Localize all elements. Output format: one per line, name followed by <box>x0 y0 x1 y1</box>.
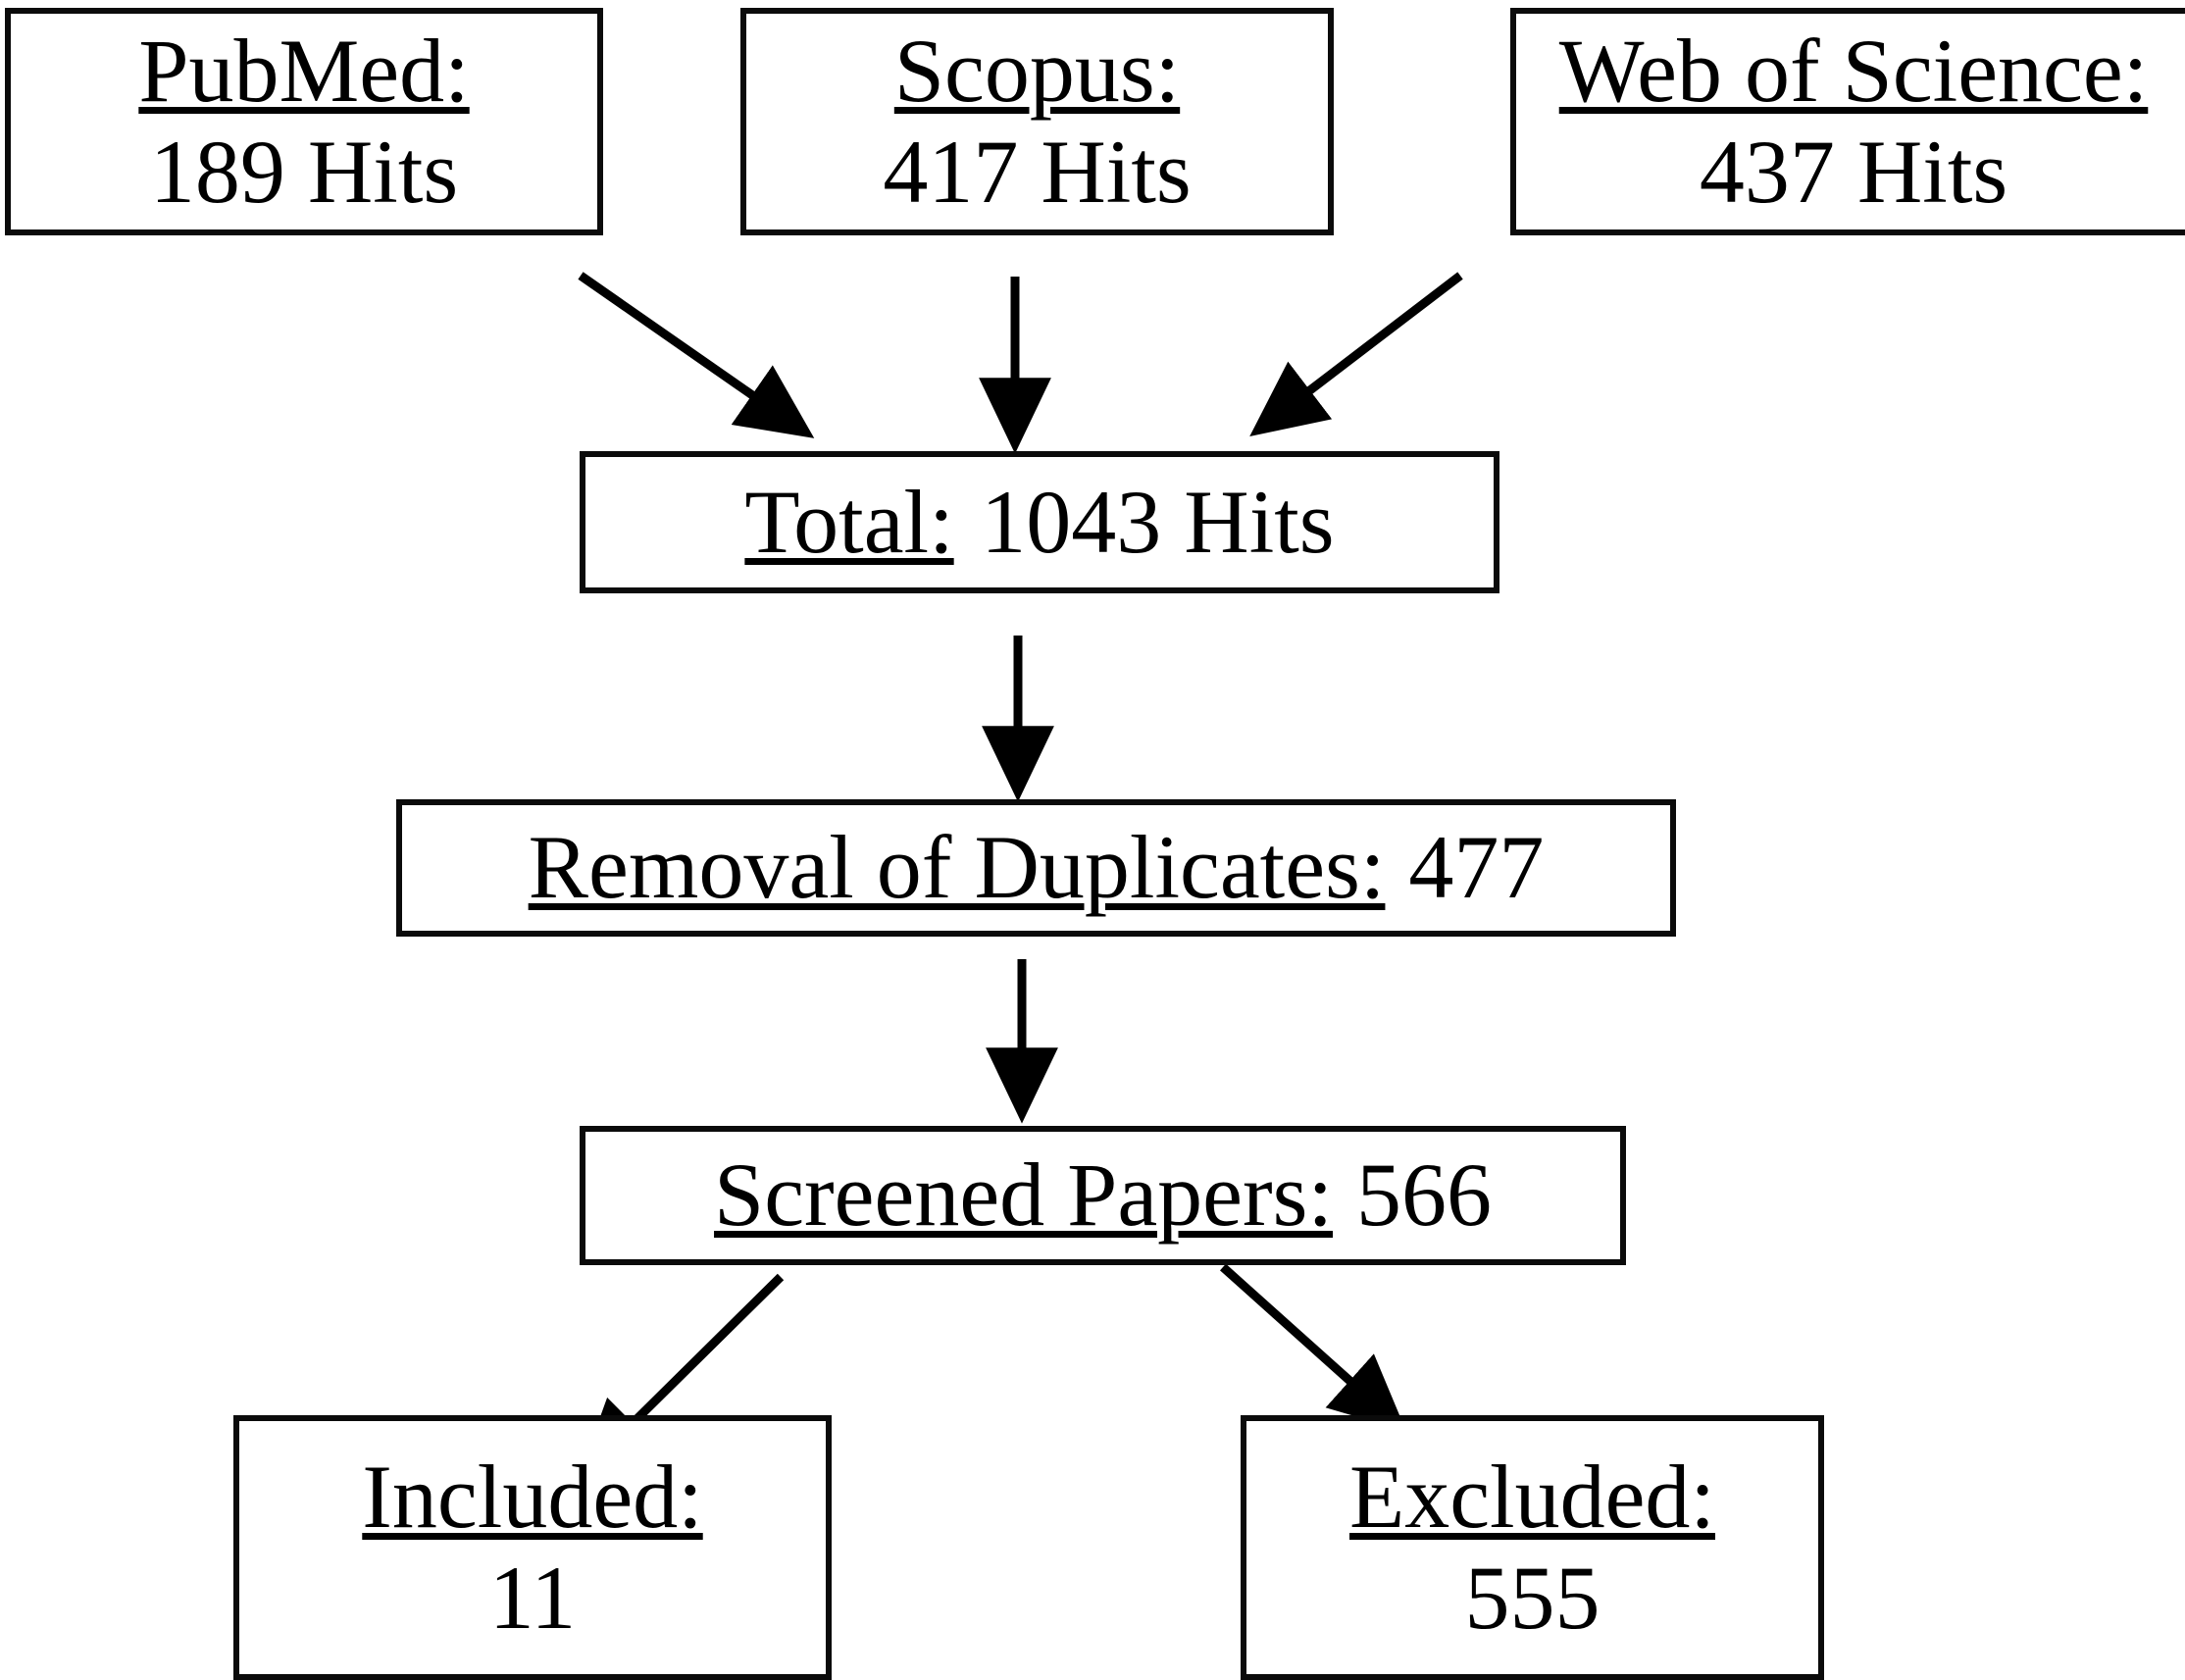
outcome-value-excluded: 555 <box>1464 1548 1601 1648</box>
stage-label-screened-papers: Screened Papers: <box>714 1145 1334 1246</box>
outcome-box-excluded: Excluded: 555 <box>1241 1415 1824 1680</box>
stage-value-screened-papers: 566 <box>1355 1145 1492 1246</box>
connector-screened-to-excluded <box>1219 1263 1406 1432</box>
source-label-scopus: Scopus: <box>893 20 1181 121</box>
connector-wos-to-total <box>1249 272 1463 436</box>
connector-pubmed-to-total <box>578 272 815 438</box>
outcome-label-included: Included: <box>362 1446 703 1547</box>
stage-box-total: Total: 1043 Hits <box>580 451 1499 593</box>
stage-row-total: Total: 1043 Hits <box>744 472 1334 573</box>
outcome-box-included: Included: 11 <box>233 1415 832 1680</box>
stage-value-duplicates: 477 <box>1408 817 1545 918</box>
source-label-web-of-science: Web of Science: <box>1558 20 2149 121</box>
outcome-value-included: 11 <box>488 1548 577 1648</box>
stage-value-total: 1043 Hits <box>981 471 1335 572</box>
source-box-scopus: Scopus: 417 Hits <box>740 8 1334 235</box>
connector-screened-to-included <box>579 1273 785 1477</box>
stage-label-duplicates: Removal of Duplicates: <box>528 817 1386 918</box>
source-value-web-of-science: 437 Hits <box>1699 122 2008 222</box>
source-box-pubmed: PubMed: 189 Hits <box>5 8 603 235</box>
stage-box-duplicates: Removal of Duplicates:477 <box>396 799 1676 937</box>
source-value-scopus: 417 Hits <box>883 122 1192 222</box>
stage-box-screened-papers: Screened Papers:566 <box>580 1126 1626 1265</box>
source-box-web-of-science: Web of Science: 437 Hits <box>1510 8 2185 235</box>
source-label-pubmed: PubMed: <box>138 20 470 121</box>
stage-row-duplicates: Removal of Duplicates:477 <box>529 817 1545 918</box>
stage-label-total: Total: <box>744 471 954 572</box>
outcome-label-excluded: Excluded: <box>1349 1446 1715 1547</box>
stage-row-screened-papers: Screened Papers:566 <box>714 1145 1492 1246</box>
source-value-pubmed: 189 Hits <box>149 122 459 222</box>
